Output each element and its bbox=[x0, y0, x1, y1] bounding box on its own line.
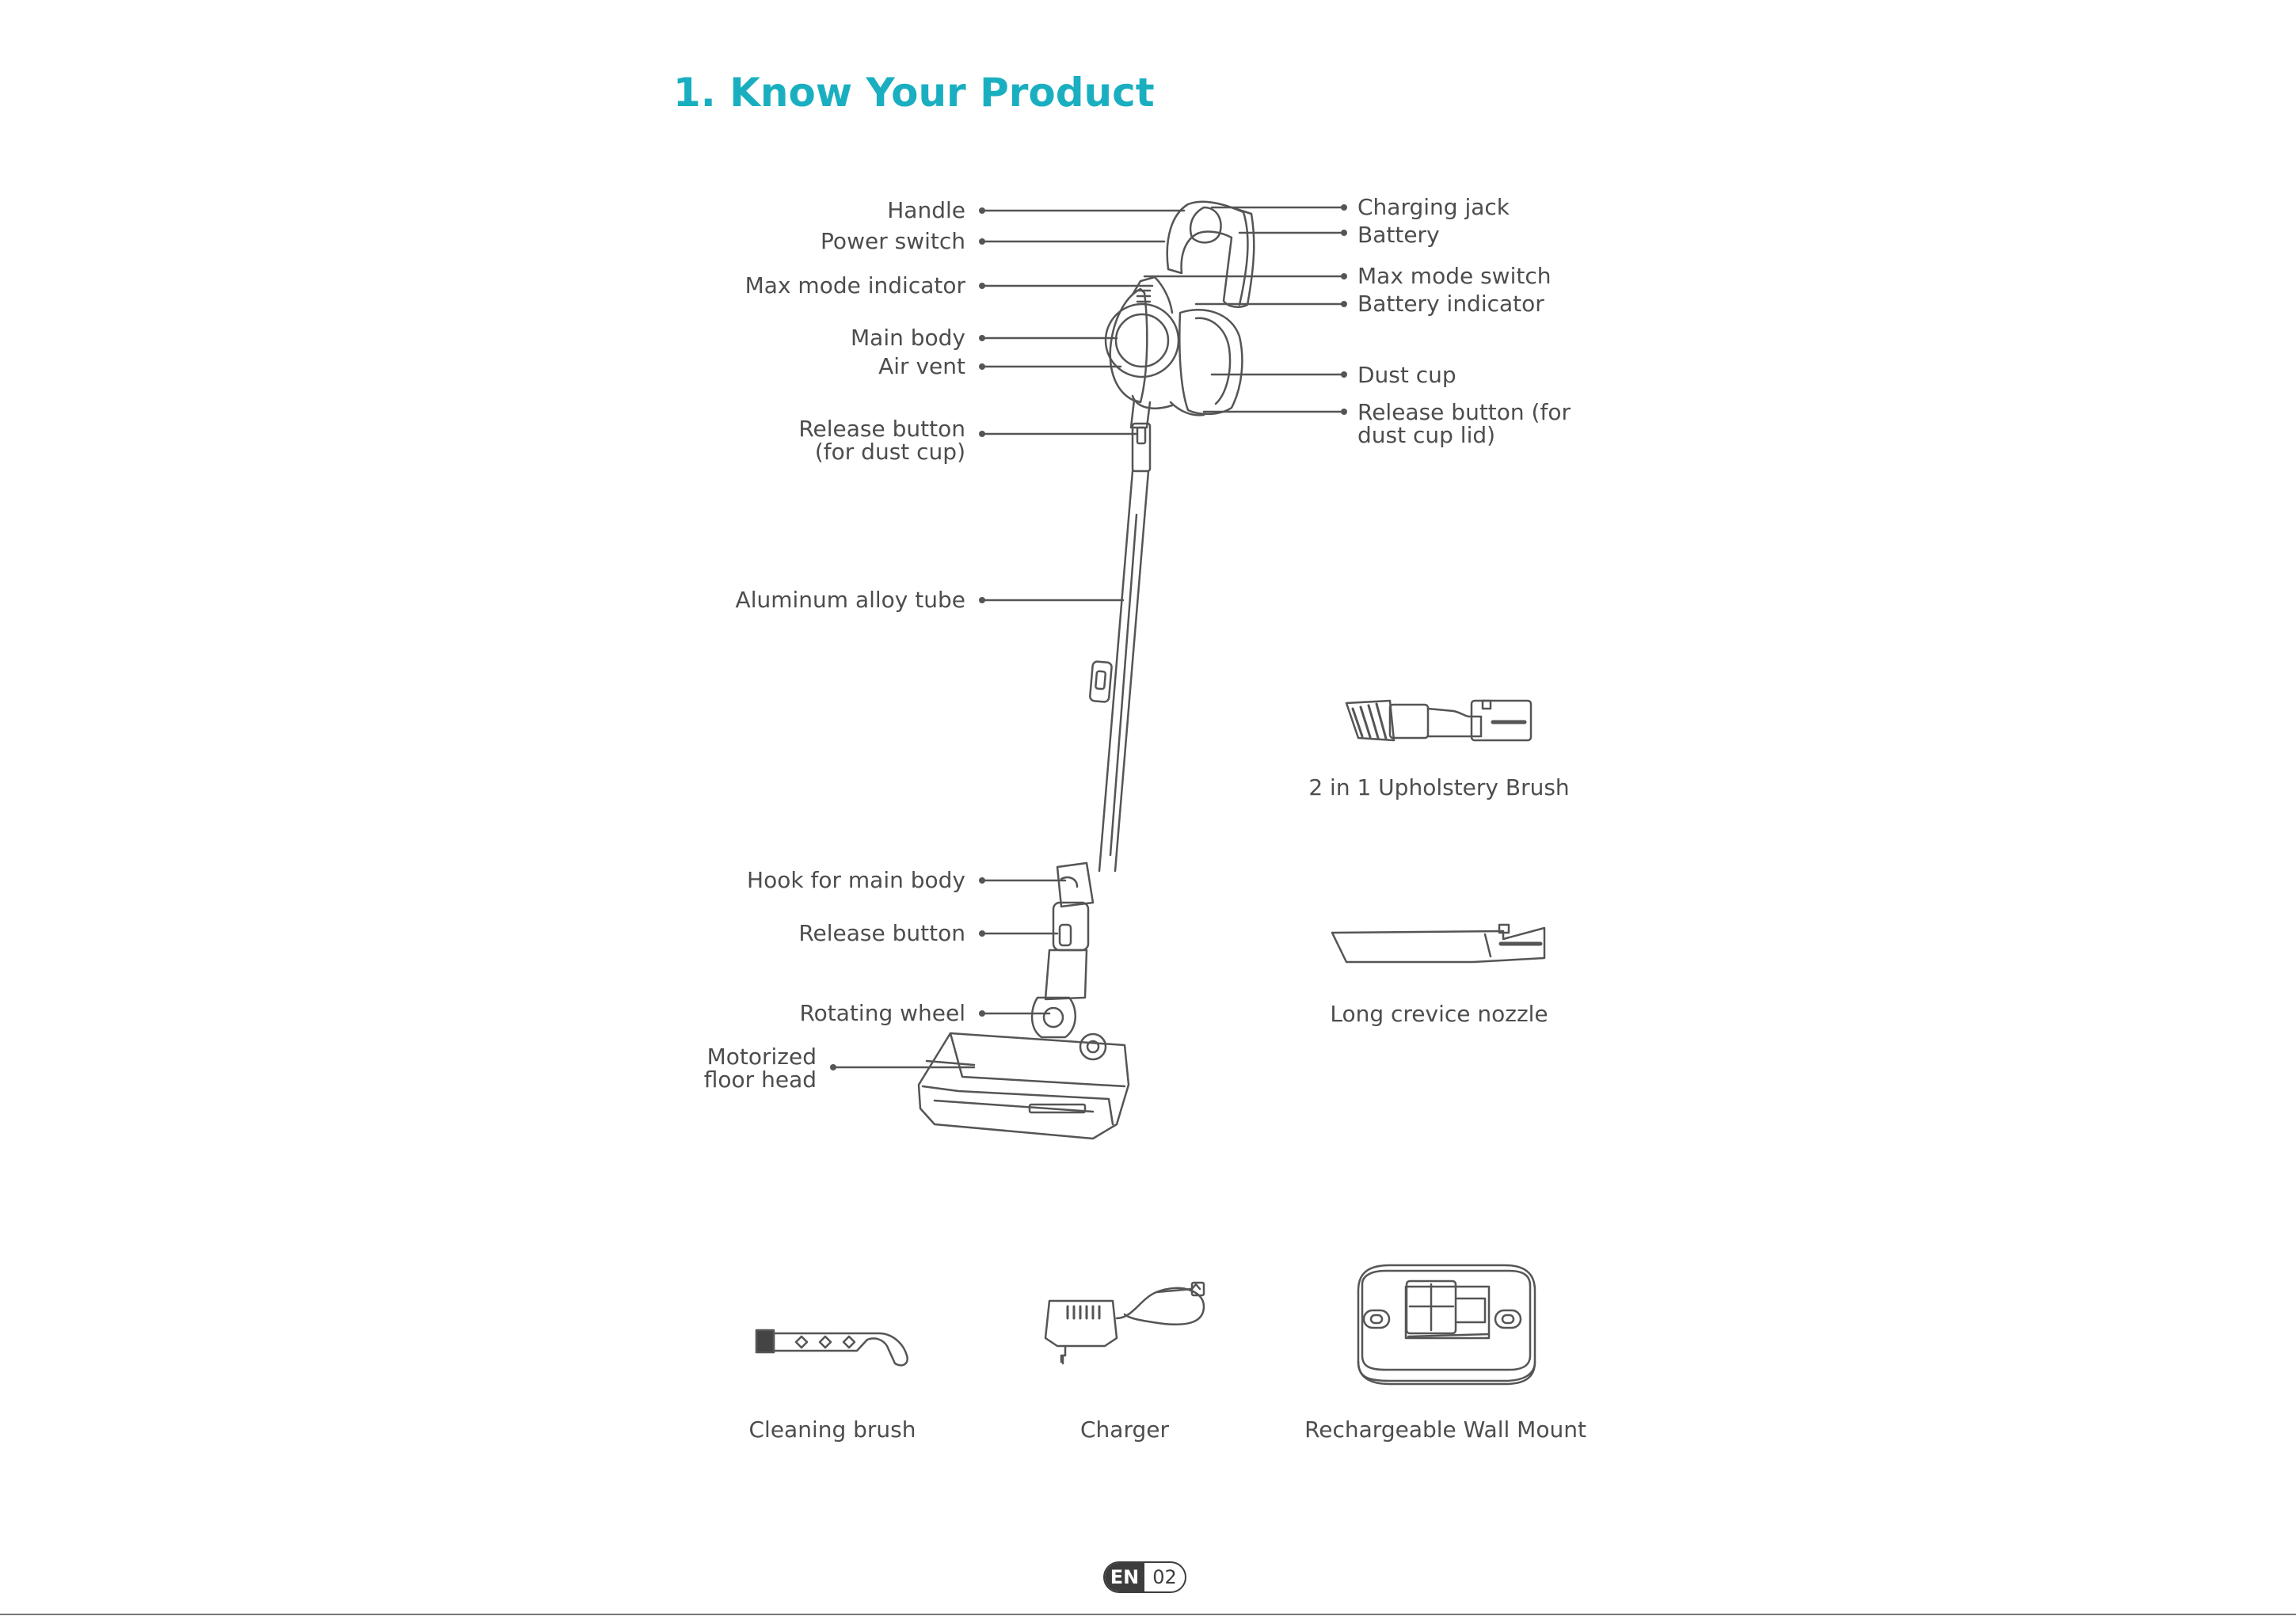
label-hook-main-body: Hook for main body bbox=[747, 867, 965, 893]
label-max-mode-switch: Max mode switch bbox=[1357, 263, 1552, 289]
upholstery-brush-icon bbox=[1345, 699, 1533, 742]
cleaning-brush-icon bbox=[755, 1329, 908, 1367]
label-release-button-dust-cup-lid: Release button (for dust cup lid) bbox=[1357, 399, 1571, 448]
charger-icon bbox=[1044, 1281, 1205, 1365]
label-release-button-dust-cup: Release button (for dust cup) bbox=[798, 416, 965, 465]
label-charging-jack: Charging jack bbox=[1357, 194, 1510, 220]
label-battery: Battery bbox=[1357, 222, 1440, 248]
label-aluminum-tube: Aluminum alloy tube bbox=[735, 587, 965, 613]
label-motorized-floor-head: Motorized floor head bbox=[703, 1044, 817, 1093]
left-leaders bbox=[830, 207, 1186, 1070]
caption-cleaning-brush: Cleaning brush bbox=[748, 1416, 916, 1443]
page-number: 02 bbox=[1152, 1566, 1177, 1588]
label-power-switch: Power switch bbox=[821, 228, 965, 254]
vacuum-illustration bbox=[917, 200, 1255, 1140]
caption-upholstery-brush: 2 in 1 Upholstery Brush bbox=[1308, 774, 1570, 800]
label-battery-indicator: Battery indicator bbox=[1357, 291, 1544, 317]
bottom-rule bbox=[0, 1614, 2296, 1615]
caption-charger: Charger bbox=[1080, 1416, 1169, 1443]
caption-wall-mount: Rechargeable Wall Mount bbox=[1304, 1416, 1586, 1443]
right-leaders bbox=[1143, 204, 1347, 415]
label-dust-cup: Dust cup bbox=[1357, 362, 1456, 388]
caption-crevice-nozzle: Long crevice nozzle bbox=[1330, 1001, 1548, 1027]
label-handle: Handle bbox=[887, 197, 965, 223]
label-max-mode-indicator: Max mode indicator bbox=[744, 272, 965, 298]
label-main-body: Main body bbox=[851, 325, 965, 351]
page-number-badge: EN 02 bbox=[1103, 1561, 1186, 1593]
wall-mount-icon bbox=[1357, 1264, 1536, 1386]
label-release-button: Release button bbox=[798, 920, 965, 946]
label-rotating-wheel: Rotating wheel bbox=[799, 1000, 965, 1026]
language-tag: EN bbox=[1105, 1563, 1144, 1591]
crevice-nozzle-icon bbox=[1331, 923, 1546, 964]
label-air-vent: Air vent bbox=[878, 353, 965, 379]
page-title: 1. Know Your Product bbox=[673, 70, 1155, 116]
